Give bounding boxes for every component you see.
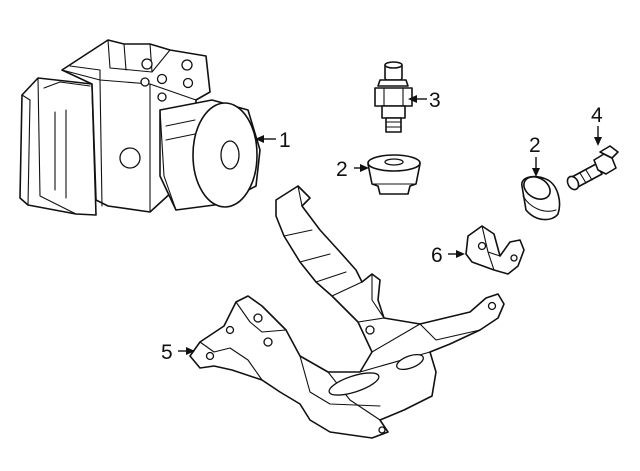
callout-4: 4 (591, 104, 603, 146)
bolt-part (566, 145, 619, 191)
callout-2-right-label: 2 (529, 134, 541, 157)
rubber-insulator-left (367, 154, 421, 195)
sensor-fitting-part (374, 61, 413, 133)
small-bracket-part (465, 225, 525, 275)
callout-5-label: 5 (161, 341, 173, 364)
callout-2-left-label: 2 (336, 158, 348, 181)
callout-3: 3 (408, 89, 441, 112)
callout-6-label: 6 (431, 244, 443, 267)
callout-1-label: 1 (279, 129, 291, 152)
abs-modulator-unit (19, 39, 261, 216)
mounting-bracket-part (189, 185, 505, 439)
callout-2-left: 2 (336, 158, 369, 181)
callout-3-label: 3 (429, 89, 441, 112)
callout-5: 5 (161, 341, 195, 364)
callout-4-label: 4 (591, 104, 603, 127)
callout-6: 6 (431, 244, 465, 267)
rubber-insulator-right (521, 175, 561, 221)
callout-2-right: 2 (529, 134, 541, 177)
callout-1: 1 (255, 129, 291, 152)
